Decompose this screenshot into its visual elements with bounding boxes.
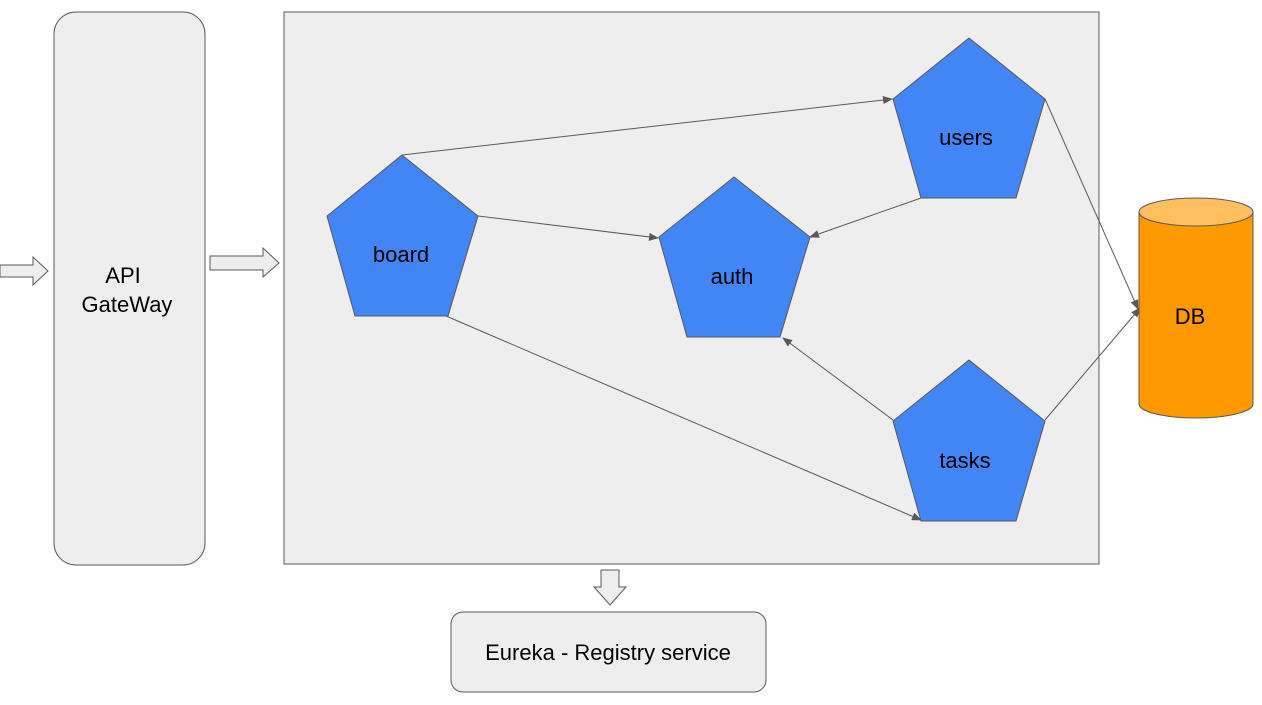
board-service-node: [326, 154, 479, 317]
tasks-service-node: [892, 359, 1046, 522]
users-service-node: [892, 37, 1046, 199]
edge-tasks-auth: [782, 337, 894, 421]
edge-board-users: [401, 96, 893, 156]
api-gateway-box: [53, 11, 206, 566]
edge-tasks-db: [1044, 307, 1141, 421]
api-gateway-label-line1: API: [105, 263, 140, 288]
registry-service-box: [450, 611, 767, 693]
gateway-to-services-arrow: [209, 246, 280, 279]
edges: [401, 96, 1141, 521]
auth-service-node: [658, 176, 811, 338]
db-cylinder: [1138, 197, 1254, 419]
edge-users-db: [1044, 98, 1139, 310]
tasks-service-label: tasks: [939, 448, 990, 473]
edge-board-tasks: [445, 315, 922, 521]
auth-service-label: auth: [711, 264, 754, 289]
services-to-registry-arrow: [592, 569, 628, 606]
incoming-arrow: [0, 255, 49, 287]
registry-service-label: Eureka - Registry service: [485, 640, 731, 665]
users-service-label: users: [939, 125, 993, 150]
db-label: DB: [1175, 304, 1206, 329]
api-gateway-label-line2: GateWay: [82, 292, 173, 317]
edge-board-auth: [477, 215, 659, 241]
board-service-label: board: [373, 242, 429, 267]
edge-users-auth: [809, 197, 922, 238]
